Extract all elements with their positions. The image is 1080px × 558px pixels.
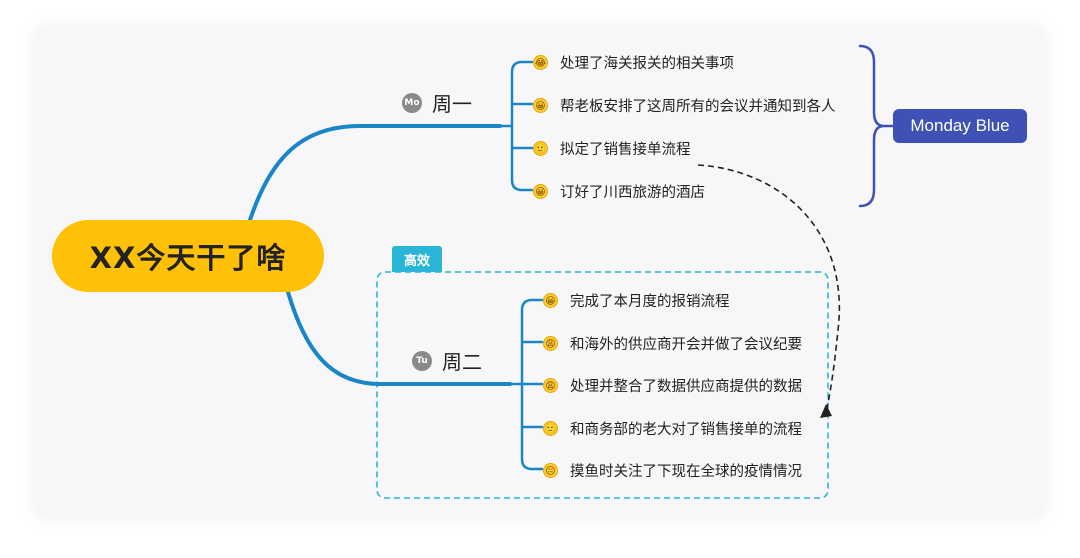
item-text: 处理了海关报关的相关事项 (560, 56, 734, 72)
list-item[interactable]: 😀 订好了川西旅游的酒店 (533, 181, 705, 202)
root-topic-label: XX今天干了啥 (89, 241, 287, 275)
list-item[interactable]: 😩 处理并整合了数据供应商提供的数据 (543, 375, 802, 396)
branch-tuesday-label: 周二 (442, 350, 482, 374)
item-text: 完成了本月度的报销流程 (570, 294, 730, 310)
item-text: 和商务部的老大对了销售接单的流程 (570, 422, 802, 438)
summary-brace (858, 44, 885, 208)
frown-emoji-icon: 🙁 (543, 421, 558, 436)
grin-emoji-icon: 😀 (533, 98, 548, 113)
list-item[interactable]: 😀 完成了本月度的报销流程 (543, 290, 730, 311)
monday-marker-icon: Mo (402, 92, 422, 113)
summary-label: Monday Blue (910, 116, 1010, 135)
list-item[interactable]: 😂 处理了海关报关的相关事项 (533, 52, 734, 73)
cry-laugh-emoji-icon: 😂 (533, 55, 548, 70)
list-item[interactable]: 🙁 和商务部的老大对了销售接单的流程 (543, 418, 802, 439)
relationship-arrowhead (820, 404, 832, 418)
branch-monday-label: 周一 (432, 92, 472, 116)
root-topic[interactable]: XX今天干了啥 (52, 220, 324, 292)
list-item[interactable]: 😀 帮老板安排了这周所有的会议并通知到各人 (533, 95, 836, 116)
item-text: 和海外的供应商开会并做了会议纪要 (570, 337, 802, 353)
branch-monday[interactable]: Mo 周一 (402, 88, 472, 117)
item-text: 处理并整合了数据供应商提供的数据 (570, 379, 802, 395)
subbranch-lines-monday (498, 60, 534, 192)
smile-emoji-icon: 🙂 (533, 141, 548, 156)
branch-line-monday (248, 124, 502, 222)
list-item[interactable]: 🙂 拟定了销售接单流程 (533, 138, 691, 159)
tired-emoji-icon: 😩 (543, 378, 558, 393)
branch-line-tuesday (286, 290, 512, 386)
summary-topic[interactable]: Monday Blue (893, 109, 1027, 143)
relationship-arrow (697, 164, 841, 413)
item-text: 摸鱼时关注了下现在全球的疫情情况 (570, 464, 802, 480)
item-text: 订好了川西旅游的酒店 (560, 185, 705, 201)
neutral-emoji-icon: 😐 (543, 463, 558, 478)
grin-emoji-icon: 😀 (543, 293, 558, 308)
item-text: 帮老板安排了这周所有的会议并通知到各人 (560, 99, 836, 115)
list-item[interactable]: 😐 摸鱼时关注了下现在全球的疫情情况 (543, 460, 802, 481)
subbranch-lines-tuesday (508, 298, 544, 471)
tuesday-marker-icon: Tu (412, 350, 432, 371)
grin-emoji-icon: 😀 (533, 184, 548, 199)
list-item[interactable]: 😩 和海外的供应商开会并做了会议纪要 (543, 333, 802, 354)
item-text: 拟定了销售接单流程 (560, 142, 691, 158)
boundary-label[interactable]: 高效 (392, 246, 442, 272)
tired-emoji-icon: 😩 (543, 336, 558, 351)
boundary-label-text: 高效 (403, 253, 430, 269)
branch-tuesday[interactable]: Tu 周二 (412, 346, 482, 375)
